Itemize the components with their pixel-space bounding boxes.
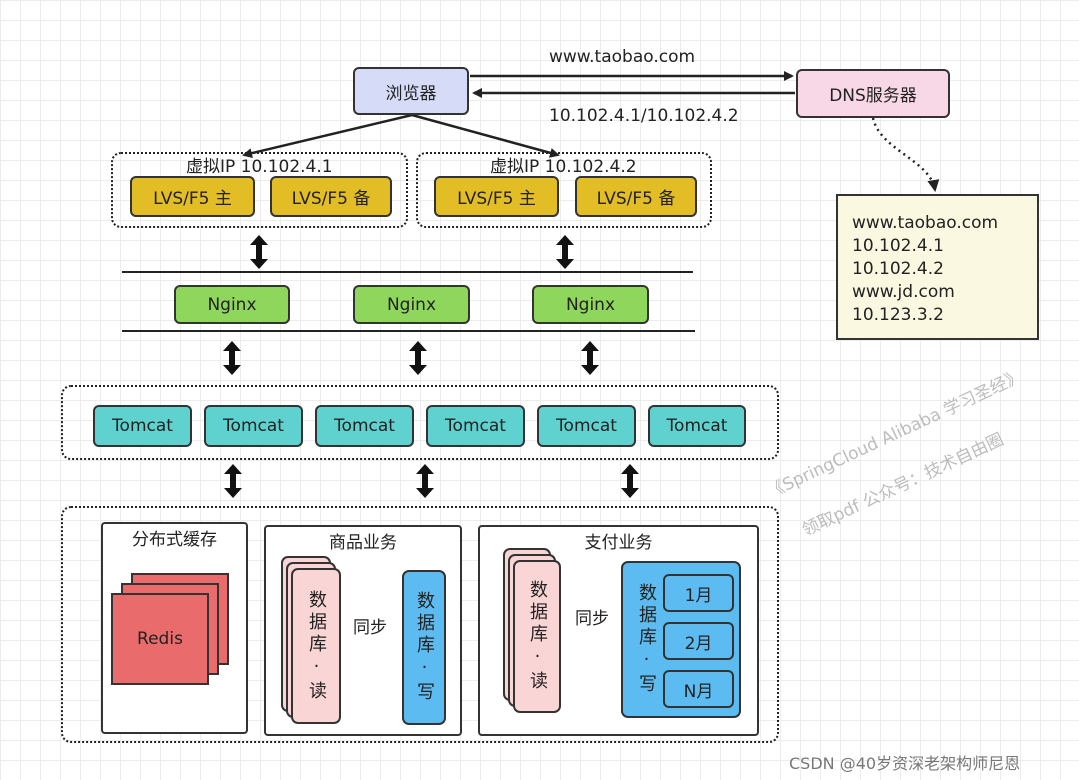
browser-to-vip2-arrow bbox=[411, 113, 560, 158]
nginx-node-2[interactable]: Nginx bbox=[353, 285, 470, 324]
dns-record: 10.102.4.2 bbox=[852, 259, 944, 279]
pay-title: 支付业务 bbox=[584, 533, 653, 553]
goods-sync-label: 同步 bbox=[353, 618, 387, 638]
nginx-tomcat-arrow-2 bbox=[409, 341, 427, 375]
dns-records-note: www.taobao.com 10.102.4.1 10.102.4.2 www… bbox=[836, 194, 1039, 340]
nginx-tomcat-arrow-3 bbox=[581, 341, 599, 375]
lvs-backup-2[interactable]: LVS/F5 备 bbox=[575, 176, 697, 217]
dns-record: www.jd.com bbox=[852, 282, 955, 302]
tomcat-service-arrow-1 bbox=[224, 464, 242, 498]
tomcat-node-2[interactable]: Tomcat bbox=[204, 405, 303, 447]
month-shard-n[interactable]: N月 bbox=[663, 670, 734, 708]
vip2-nginx-arrow bbox=[556, 235, 574, 269]
query-label: www.taobao.com bbox=[549, 47, 696, 67]
dns-record: www.taobao.com bbox=[852, 213, 999, 233]
bidirectional-arrows bbox=[223, 235, 639, 498]
goods-title: 商品业务 bbox=[329, 533, 397, 553]
tomcat-cluster bbox=[61, 385, 779, 460]
goods-read-db[interactable]: 数据库·读 bbox=[291, 568, 341, 724]
lvs-master-1[interactable]: LVS/F5 主 bbox=[130, 176, 255, 217]
reply-label: 10.102.4.1/10.102.4.2 bbox=[549, 106, 739, 126]
vip-group-1-label: 虚拟IP 10.102.4.1 bbox=[186, 157, 333, 177]
vip-group-2-label: 虚拟IP 10.102.4.2 bbox=[490, 157, 637, 177]
credit-text: CSDN @40岁资深老架构师尼恩 bbox=[789, 754, 1021, 773]
services-container bbox=[61, 506, 779, 743]
dns-to-records-arrow bbox=[871, 117, 940, 192]
redis-node[interactable]: Redis bbox=[111, 593, 209, 685]
tomcat-node-5[interactable]: Tomcat bbox=[537, 405, 636, 447]
goods-write-db[interactable]: 数据库·写 bbox=[402, 570, 446, 725]
dns-record: 10.123.3.2 bbox=[852, 305, 944, 325]
vip-group-2 bbox=[416, 152, 712, 228]
lvs-backup-1[interactable]: LVS/F5 备 bbox=[270, 176, 392, 217]
dns-record: 10.102.4.1 bbox=[852, 236, 944, 256]
pay-sync-label: 同步 bbox=[575, 609, 609, 629]
tomcat-node-6[interactable]: Tomcat bbox=[648, 405, 746, 447]
nginx-node-3[interactable]: Nginx bbox=[532, 285, 649, 324]
vip-group-1 bbox=[111, 152, 408, 228]
vip1-nginx-arrow bbox=[250, 235, 268, 269]
month-shard-2[interactable]: 2月 bbox=[663, 622, 734, 660]
pay-write-db-label: 数据库·写 bbox=[636, 583, 657, 696]
tomcat-node-1[interactable]: Tomcat bbox=[93, 405, 192, 447]
month-shard-1[interactable]: 1月 bbox=[663, 574, 734, 612]
nginx-node-1[interactable]: Nginx bbox=[174, 285, 290, 324]
pay-read-db[interactable]: 数据库·读 bbox=[513, 560, 561, 713]
lvs-master-2[interactable]: LVS/F5 主 bbox=[434, 176, 559, 217]
tomcat-node-3[interactable]: Tomcat bbox=[315, 405, 414, 447]
browser-to-vip1-arrow bbox=[242, 113, 413, 159]
cache-title: 分布式缓存 bbox=[132, 530, 217, 550]
nginx-tomcat-arrow-1 bbox=[223, 341, 241, 375]
dns-server-node[interactable]: DNS服务器 bbox=[796, 69, 950, 118]
tomcat-service-arrow-3 bbox=[621, 464, 639, 498]
tomcat-node-4[interactable]: Tomcat bbox=[426, 405, 525, 447]
browser-node[interactable]: 浏览器 bbox=[353, 67, 469, 115]
tomcat-service-arrow-2 bbox=[416, 464, 434, 498]
